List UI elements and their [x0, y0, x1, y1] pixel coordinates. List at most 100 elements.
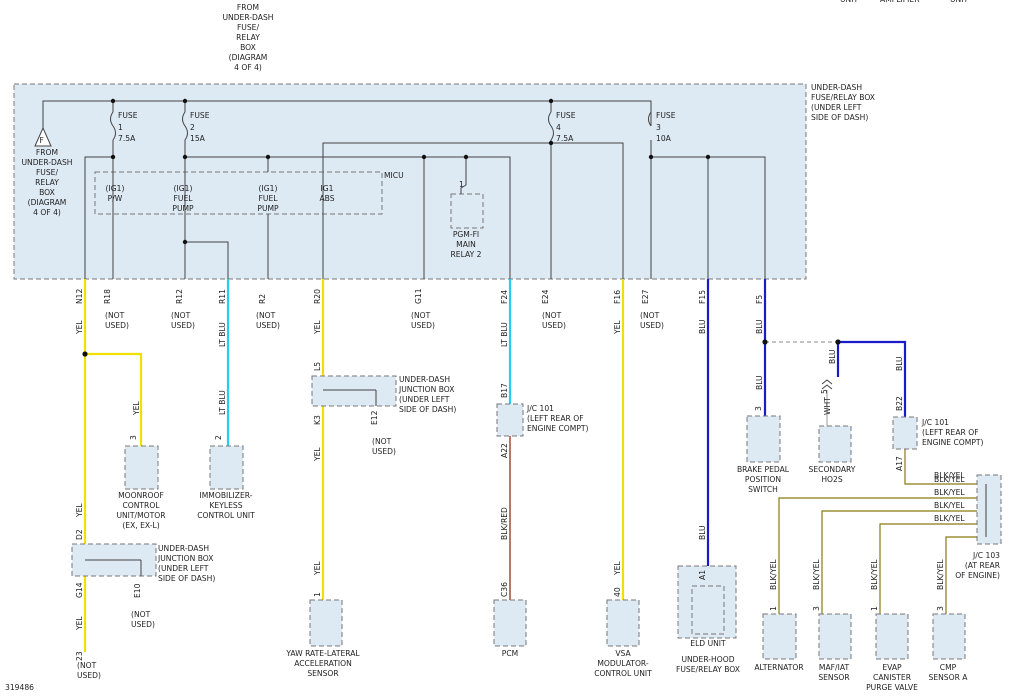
from-top-label: BOX: [240, 43, 256, 52]
not-used-label: (NOT: [105, 311, 125, 320]
from-top-label: UNDER-DASH: [222, 13, 273, 22]
terminal-label: R11: [218, 289, 227, 304]
jc101-pin: A17: [895, 456, 904, 471]
wire-color-label: BLK/YEL: [870, 559, 879, 590]
jc101-label: J/C 101: [526, 404, 554, 413]
junction-box-label: JUNCTION BOX: [157, 554, 214, 563]
from-top-label: FROM: [237, 3, 259, 12]
jb-pin: D2: [75, 529, 84, 540]
not-used-label: (NOT: [542, 311, 562, 320]
jc101-label: J/C 101: [921, 418, 949, 427]
wire-color-label: BLK/YEL: [934, 475, 965, 484]
terminal-label: F24: [500, 290, 509, 304]
terminal-label: F5: [755, 295, 764, 304]
component-label: SENSOR A: [929, 673, 969, 682]
wire-color-label: YEL: [132, 401, 141, 416]
terminal-label: R18: [103, 289, 112, 304]
jb-pin: E12: [370, 410, 379, 425]
component-label: HO2S: [821, 475, 843, 484]
fuse-number: 2: [190, 123, 195, 132]
from-left-label: (DIAGRAM: [28, 198, 67, 207]
component-label: SENSOR: [818, 673, 850, 682]
jb-pin: E10: [133, 583, 142, 598]
corner-id: 319486: [5, 683, 34, 692]
wire-color-label: BLK/YEL: [934, 471, 965, 480]
component-label: EVAP: [882, 663, 902, 672]
top-unit-left: UNIT: [840, 0, 858, 4]
from-top-label: (DIAGRAM: [229, 53, 268, 62]
micu-circuit: PUMP: [172, 204, 194, 213]
micu-circuit: ABS: [319, 194, 334, 203]
jc101-pin: A22: [500, 443, 509, 458]
jc101-label: (LEFT REAR OF: [922, 428, 979, 437]
junction-box-label: (UNDER LEFT: [158, 564, 209, 573]
from-left-label: 4 OF 4): [33, 208, 61, 217]
jc103-label: J/C 103: [972, 551, 1000, 560]
jc101-label: ENGINE COMPT): [527, 424, 589, 433]
terminal-label: R20: [313, 289, 322, 304]
jb-inner-lines: [85, 389, 987, 576]
component-pin: 1: [313, 592, 322, 597]
micu-circuit: FUEL: [174, 194, 194, 203]
component-label: SWITCH: [748, 485, 778, 494]
component-pin: 3: [812, 606, 821, 611]
junction-box-label: UNDER-DASH: [399, 375, 450, 384]
terminal-label: N12: [75, 288, 84, 304]
junction-box-label: UNDER-DASH: [158, 544, 209, 553]
wire-color-label: YEL: [613, 320, 622, 335]
not-used-label: (NOT: [640, 311, 660, 320]
wire-color-label: WHT: [823, 397, 832, 415]
terminal-label: G11: [414, 288, 423, 304]
terminal-label: R2: [258, 294, 267, 304]
pgm-relay-label: PGM-FI: [453, 230, 479, 239]
fuse-rating: 10A: [656, 134, 672, 143]
fuse-number: 1: [118, 123, 123, 132]
from-arrow-icon: [34, 126, 52, 147]
terminal-label: R12: [175, 289, 184, 304]
from-top-label: RELAY: [236, 33, 260, 42]
component-label: ACCELERATION: [294, 659, 352, 668]
lt-blue-wires: [226, 279, 512, 446]
component-label: CMP: [940, 663, 957, 672]
blk-yel-wires: [778, 449, 986, 614]
component-label: MAF/IAT: [819, 663, 850, 672]
component-pin: 40: [613, 587, 622, 597]
component-label: KEYLESS: [209, 501, 242, 510]
component-pin: 3: [936, 606, 945, 611]
wire-color-label: YEL: [75, 616, 84, 631]
jb-pin: G14: [75, 582, 84, 598]
component-label: YAW RATE-LATERAL: [285, 649, 360, 658]
wire-color-label: YEL: [313, 320, 322, 335]
wire-color-label: BLK/RED: [500, 507, 509, 540]
not-used-label: (NOT: [77, 661, 97, 670]
component-label: CONTROL UNIT: [197, 511, 255, 520]
blue-wires: [706, 279, 907, 585]
micu-title: MICU: [384, 171, 404, 180]
wire-color-label: BLK/YEL: [936, 559, 945, 590]
component-label: (EX, EX-L): [122, 521, 159, 530]
component-pin: 1: [769, 606, 778, 611]
from-top-label: FUSE/: [237, 23, 260, 32]
micu-circuit: (IG1): [259, 184, 278, 193]
wire-color-label: YEL: [313, 447, 322, 462]
fuse-box-label: (UNDER LEFT: [811, 103, 862, 112]
internal-wiring: [42, 100, 766, 279]
terminal-label: E24: [541, 289, 550, 304]
under-hood-box-label: FUSE/RELAY BOX: [676, 665, 740, 674]
micu-circuit: (IG1): [174, 184, 193, 193]
not-used-label: USED): [542, 321, 566, 330]
component-label: ELD UNIT: [690, 639, 726, 648]
not-used-label: USED): [105, 321, 129, 330]
fuse-number: 3: [656, 123, 661, 132]
wire-color-label: BLU: [755, 319, 764, 334]
component-pin: 1: [870, 606, 879, 611]
fuse-label: FUSE: [190, 111, 210, 120]
component-label: MOONROOF: [118, 491, 164, 500]
junction-box-label: JUNCTION BOX: [398, 385, 455, 394]
not-used-label: USED): [256, 321, 280, 330]
top-unit-right: UNIT: [950, 0, 968, 4]
wire-color-label: YEL: [75, 320, 84, 335]
fuse-label: FUSE: [118, 111, 138, 120]
not-used-label: (NOT: [411, 311, 431, 320]
